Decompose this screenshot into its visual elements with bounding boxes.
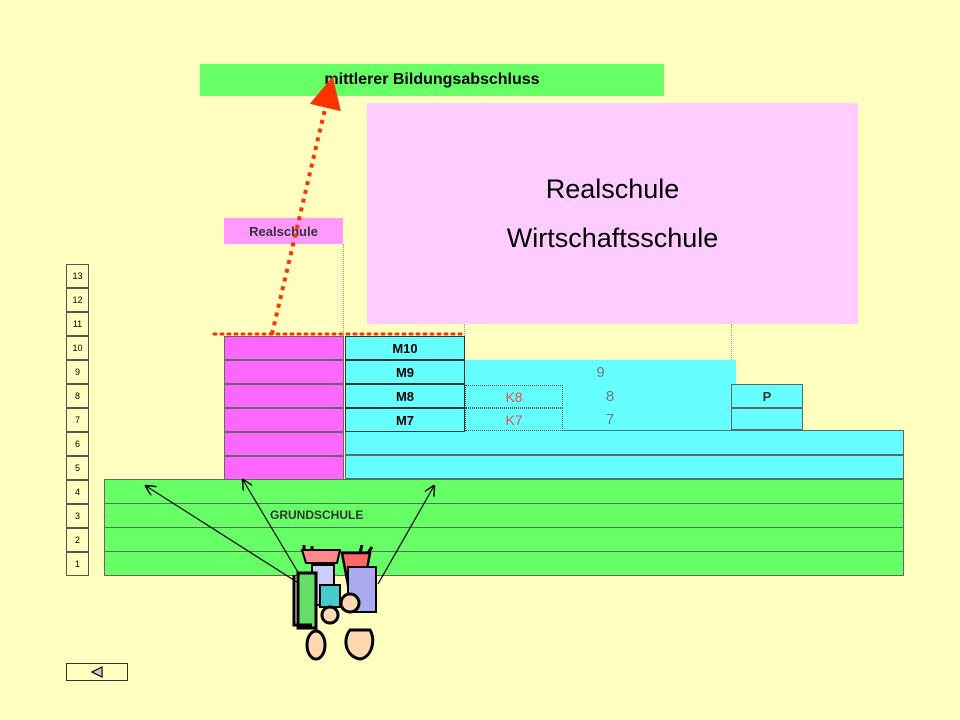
pink-cell bbox=[224, 384, 344, 408]
p-box: P bbox=[731, 384, 803, 408]
arrow-to-cyan-track bbox=[377, 486, 434, 585]
children-icon bbox=[292, 545, 377, 661]
grade-number-7: 7 bbox=[605, 410, 615, 428]
promotion-arrow bbox=[270, 76, 341, 335]
green-row-grade-3 bbox=[104, 503, 904, 528]
grade-cell: 9 bbox=[66, 360, 89, 384]
grade-cell: 6 bbox=[66, 432, 89, 456]
arrow-to-mittelschule bbox=[243, 480, 306, 585]
pink-cell bbox=[224, 432, 344, 456]
grade-cell: 12 bbox=[66, 288, 89, 312]
k8-box: K8 bbox=[465, 385, 563, 408]
pink-cell bbox=[224, 456, 344, 480]
grade-number-8: 8 bbox=[605, 387, 615, 405]
grade-cell: 2 bbox=[66, 528, 89, 552]
k7-box: K7 bbox=[465, 408, 563, 431]
grade-cell: 13 bbox=[66, 264, 89, 288]
grade-cell: 10 bbox=[66, 336, 89, 360]
pink-cell bbox=[224, 408, 344, 432]
grade-cell: 11 bbox=[66, 312, 89, 336]
guide-line bbox=[731, 324, 732, 360]
back-button[interactable] bbox=[66, 663, 128, 681]
grade-cell: 5 bbox=[66, 456, 89, 480]
m9-box: M9 bbox=[345, 360, 465, 384]
cyan-row-grade-9: 9 bbox=[465, 360, 736, 384]
grade-cell: 4 bbox=[66, 480, 89, 504]
realschule-label: Realschule bbox=[224, 218, 343, 244]
main-box-line2: Wirtschaftsschule bbox=[506, 222, 719, 253]
grade-cell: 7 bbox=[66, 408, 89, 432]
grade-cell: 3 bbox=[66, 504, 89, 528]
back-triangle-icon bbox=[90, 666, 103, 678]
realschule-wirtschaftsschule-box: Realschule Wirtschaftsschule bbox=[367, 103, 858, 324]
top-banner: mittlerer Bildungsabschluss bbox=[200, 64, 664, 96]
cyan-row-grade-6 bbox=[345, 430, 904, 455]
grundschule-label: GRUNDSCHULE bbox=[270, 508, 364, 522]
grade-cell: 1 bbox=[66, 552, 89, 576]
m8-box: M8 bbox=[345, 384, 465, 408]
guide-line bbox=[464, 324, 465, 338]
main-box-line1: Realschule bbox=[545, 173, 680, 204]
green-row-grade-1 bbox=[104, 551, 904, 576]
m7-box: M7 bbox=[345, 408, 465, 432]
pink-cell bbox=[224, 360, 344, 384]
m10-box: M10 bbox=[345, 336, 465, 360]
p-box-lower bbox=[731, 408, 803, 430]
pink-cell bbox=[224, 336, 344, 360]
arrow-to-realschule bbox=[146, 486, 301, 585]
guide-line bbox=[343, 244, 344, 338]
cyan-row-grade-5 bbox=[345, 455, 904, 479]
grade-number-9: 9 bbox=[596, 363, 605, 381]
grade-cell: 8 bbox=[66, 384, 89, 408]
